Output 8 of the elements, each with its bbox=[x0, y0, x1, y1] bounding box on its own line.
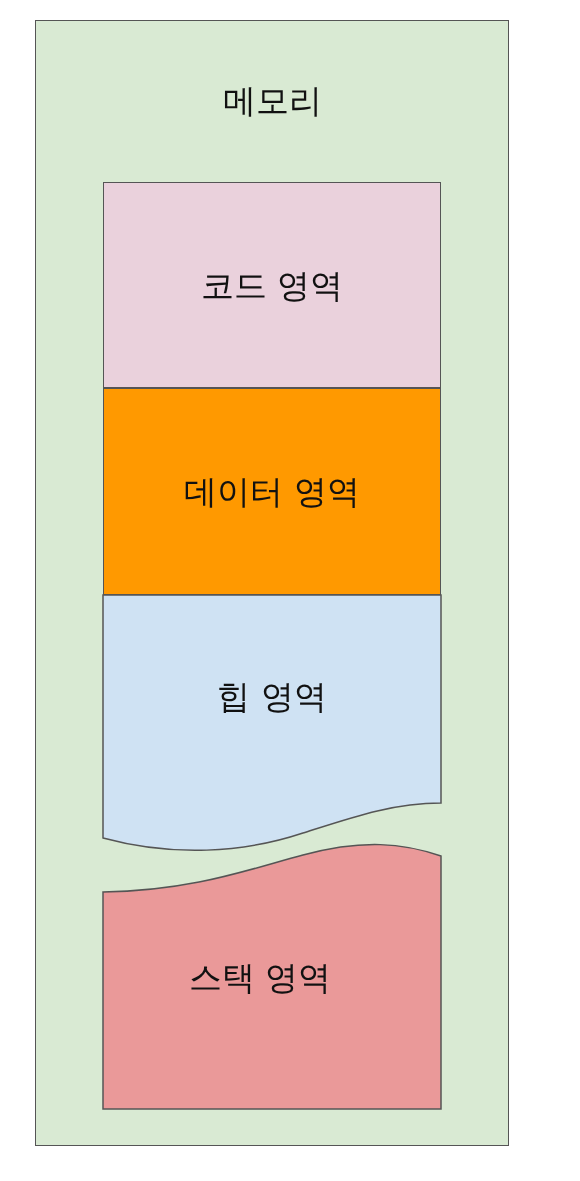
segment-label: 데이터 영역 bbox=[184, 472, 360, 512]
title-text: 메모리 bbox=[222, 81, 322, 121]
segment-label: 힙 영역 bbox=[217, 677, 327, 717]
segment-label: 스택 영역 bbox=[188, 958, 332, 998]
segment-box bbox=[103, 388, 441, 595]
segment-box bbox=[103, 182, 441, 388]
memory-box bbox=[35, 20, 509, 1146]
segment-label: 코드 영역 bbox=[200, 266, 344, 306]
